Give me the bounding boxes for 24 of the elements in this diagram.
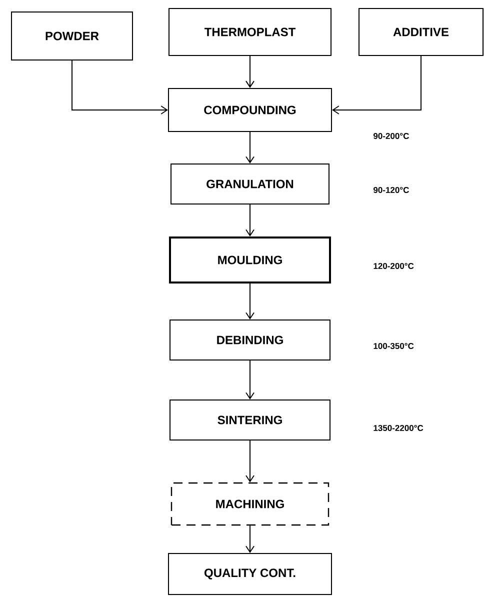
- temperature-label: 120-200°C: [374, 263, 414, 269]
- process-box: MACHINING: [170, 482, 330, 526]
- arrow: [246, 56, 254, 88]
- process-box: MOULDING: [169, 236, 331, 284]
- arrow: [72, 60, 168, 114]
- process-box: POWDER: [11, 12, 133, 60]
- temperature-label: 1350-2200°C: [374, 425, 424, 431]
- arrow: [246, 360, 254, 400]
- process-box: DEBINDING: [170, 320, 330, 360]
- process-box: SINTERING: [170, 400, 330, 440]
- arrow: [246, 440, 254, 482]
- temperature-label: 90-200°C: [374, 133, 409, 139]
- process-box: THERMOPLAST: [168, 8, 332, 56]
- temperature-label: 90-120°C: [374, 187, 409, 193]
- arrow: [246, 283, 254, 320]
- temperature-label: 100-350°C: [374, 342, 414, 349]
- process-box: QUALITY CONT.: [168, 553, 332, 595]
- arrow: [246, 204, 254, 236]
- process-box: GRANULATION: [170, 164, 330, 204]
- process-box: COMPOUNDING: [168, 88, 332, 132]
- process-box: ADDITIVE: [358, 8, 484, 56]
- arrow: [246, 525, 254, 553]
- arrow: [332, 56, 422, 114]
- arrow: [246, 132, 254, 164]
